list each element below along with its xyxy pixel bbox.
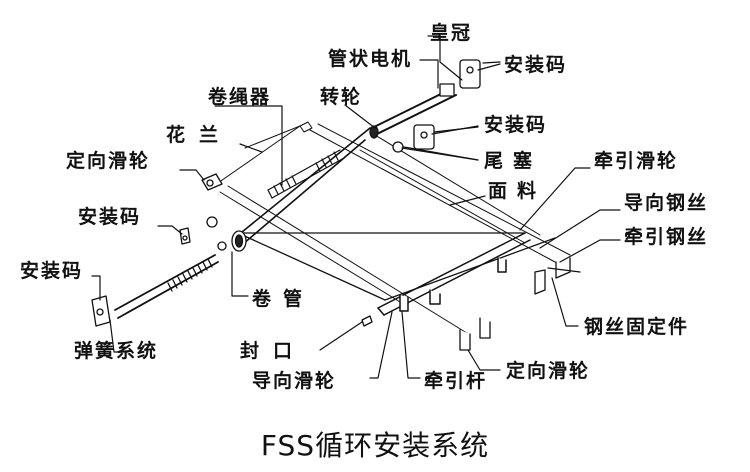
wire-fixer-part xyxy=(534,257,581,295)
fixed-pulley-right-part xyxy=(459,317,491,351)
label-pulley: 转轮 xyxy=(320,86,363,108)
traction-rod-bar xyxy=(377,232,531,316)
label-seal: 封口 xyxy=(240,340,307,362)
label-spring-system: 弹簧系统 xyxy=(74,340,159,362)
label-tubular-motor: 管状电机 xyxy=(328,48,413,70)
label-tail-plug: 尾塞 xyxy=(484,150,543,172)
spring-rod xyxy=(91,254,219,327)
label-crown: 皇冠 xyxy=(430,22,473,44)
fixed-pulley-left-part xyxy=(201,173,223,191)
rope-winder-coil xyxy=(267,149,345,199)
tail-plug xyxy=(392,141,479,161)
label-wire-fixer: 钢丝固定件 xyxy=(584,316,690,338)
label-traction-pulley: 牵引滑轮 xyxy=(594,150,679,172)
crown-mount xyxy=(459,59,501,89)
label-rope-winder: 卷绳器 xyxy=(208,86,272,108)
label-fixed-pulley-left: 定向滑轮 xyxy=(66,150,151,172)
label-roller-tube: 卷管 xyxy=(252,288,315,310)
wire-set xyxy=(219,123,571,336)
label-mount-code-bottom: 安装码 xyxy=(20,260,84,282)
roller-tube xyxy=(231,127,371,252)
label-mount-code-top: 安装码 xyxy=(504,54,568,76)
tubular-motor xyxy=(369,83,457,139)
mount-mid xyxy=(413,124,479,150)
label-traction-wire: 牵引钢丝 xyxy=(624,226,709,248)
diagram-caption: FSS循环安装系统 xyxy=(260,429,490,462)
label-mount-code-mid: 安装码 xyxy=(484,114,548,136)
label-flange: 花兰 xyxy=(166,124,233,146)
left-small-parts xyxy=(179,216,227,251)
label-guide-pulley: 导向滑轮 xyxy=(252,370,337,392)
label-mount-code-left: 安装码 xyxy=(78,206,142,228)
label-traction-rod: 牵引杆 xyxy=(424,370,488,392)
rope-line xyxy=(214,121,313,186)
label-fixed-pulley-right: 定向滑轮 xyxy=(506,360,591,382)
label-guide-wire: 导向钢丝 xyxy=(624,192,709,214)
leader-lines xyxy=(91,35,621,379)
label-fabric: 面料 xyxy=(488,180,547,202)
seal-mark xyxy=(361,315,373,327)
